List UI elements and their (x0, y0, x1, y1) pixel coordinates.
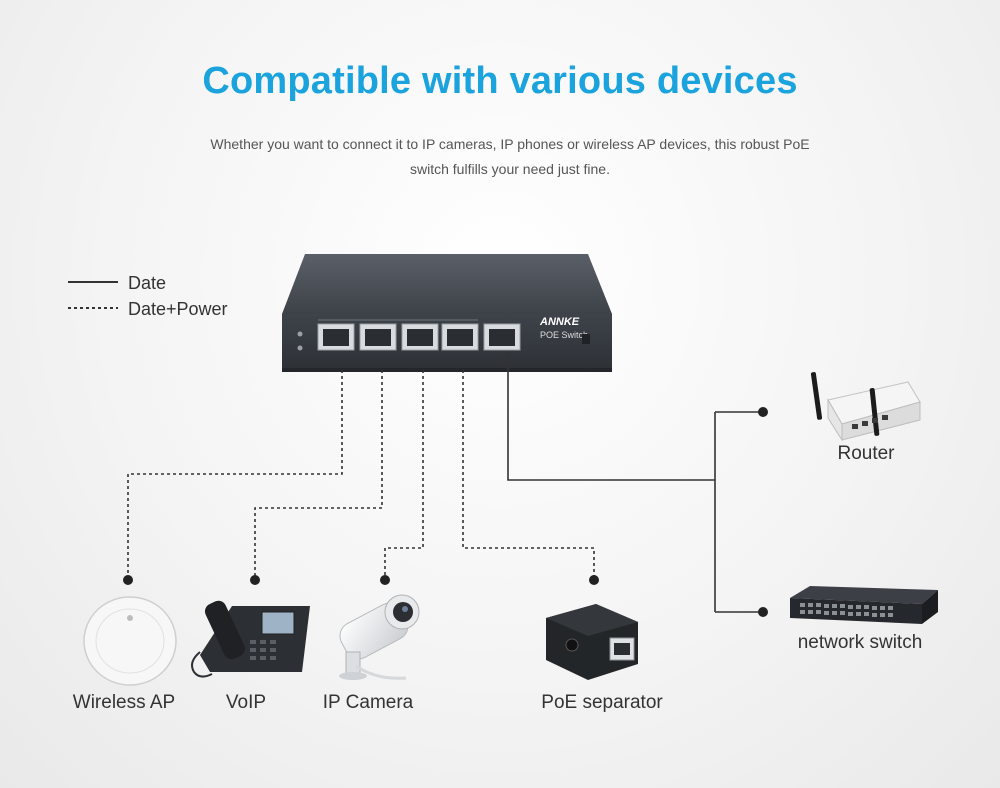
dashed-connections (127, 370, 595, 580)
connection-voip (254, 370, 383, 580)
network-switch-label: network switch (798, 632, 923, 653)
page-title: Compatible with various devices (202, 60, 798, 102)
connection-dots (123, 407, 768, 617)
solid-connections (507, 352, 763, 613)
voip-label: VoIP (226, 692, 266, 713)
legend-solid-label: Date (128, 273, 166, 293)
connection-wireless-ap (127, 370, 343, 580)
page-subtitle: Whether you want to connect it to IP cam… (210, 136, 810, 177)
poe-separator-label: PoE separator (541, 692, 663, 713)
voip-phone-icon (191, 600, 310, 678)
network-switch-icon (790, 586, 938, 624)
router-icon (810, 372, 921, 442)
poe-separator-icon (546, 604, 638, 680)
switch-brand: ANNKE (539, 316, 580, 328)
connection-ip-camera (384, 370, 424, 580)
router-label: Router (837, 443, 895, 464)
wireless-ap-label: Wireless AP (73, 692, 175, 713)
wireless-ap-icon (83, 596, 177, 686)
connection-uplink (507, 352, 715, 481)
switch-ports (317, 323, 521, 351)
legend: Date Date+Power (68, 273, 228, 319)
connection-poe-separator (462, 370, 595, 580)
legend-dashed-label: Date+Power (128, 299, 228, 319)
ip-camera-icon (339, 594, 420, 680)
ip-camera-label: IP Camera (323, 692, 414, 713)
poe-switch: ANNKE POE Switch (282, 254, 612, 372)
switch-model: POE Switch (540, 330, 588, 340)
